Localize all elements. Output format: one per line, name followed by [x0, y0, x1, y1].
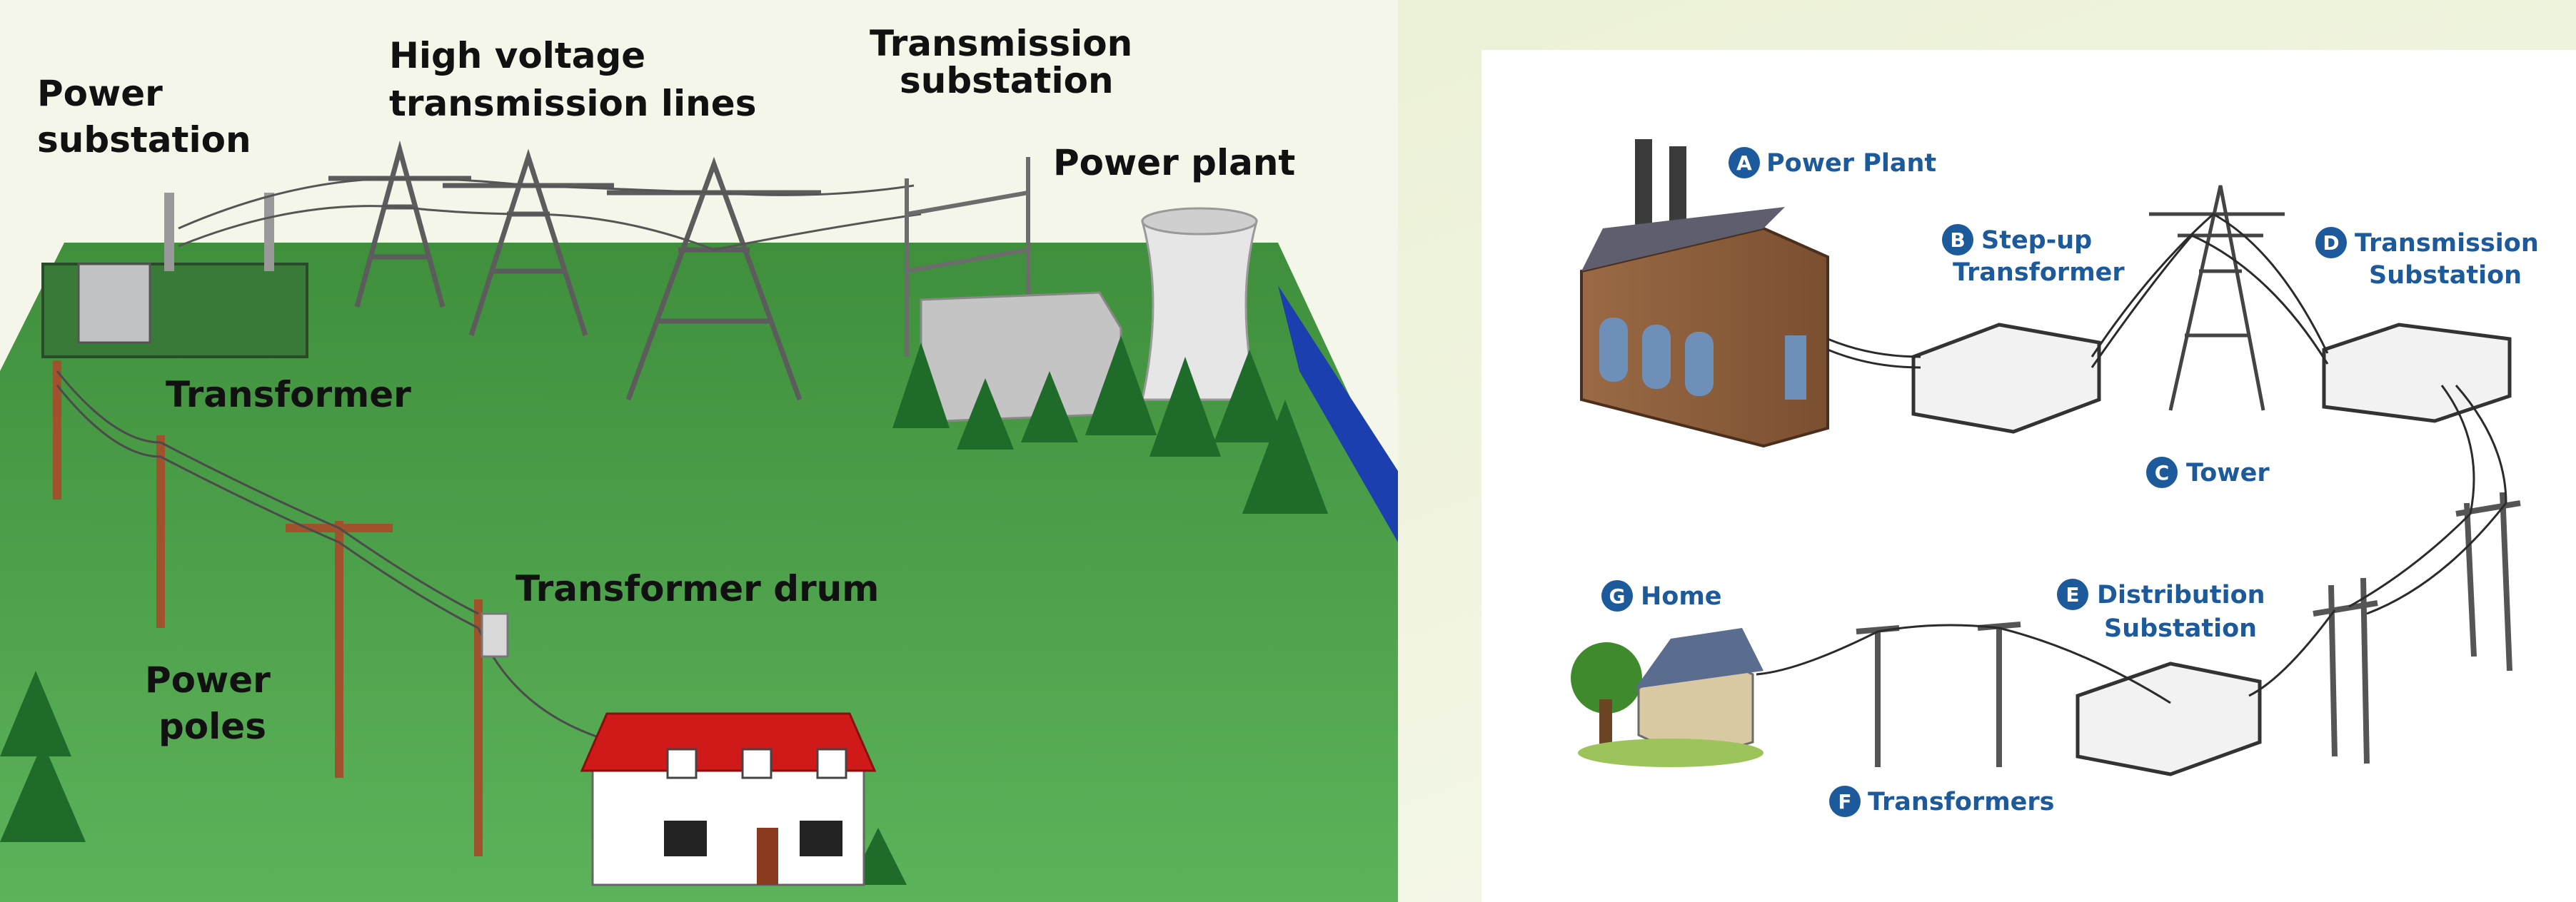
- badge-c-letter: C: [2155, 461, 2170, 485]
- label-f-transformers: F Transformers: [1829, 786, 2055, 817]
- high-voltage-lines: [178, 177, 922, 251]
- transformer-drum-illustration: [481, 612, 509, 658]
- transmission-substation-fence: [2322, 323, 2512, 423]
- river: [1278, 285, 1398, 542]
- power-poles: [53, 360, 483, 856]
- label-a-power-plant: A Power Plant: [1729, 147, 1936, 178]
- label-transformers: Transformers: [1868, 788, 2055, 816]
- badge-f-letter: F: [1838, 790, 1851, 814]
- badge-f: [1829, 786, 1861, 817]
- transmission-poles: [2313, 492, 2521, 764]
- label-distribution-line2: Substation: [2104, 614, 2257, 643]
- label-power-poles-line2: poles: [159, 706, 266, 747]
- label-d-transmission-substation: D Transmission Substation: [2315, 227, 2539, 290]
- transmission-substation-illustration: [905, 157, 1030, 357]
- label-step-up-line1: Step-up: [1981, 226, 2092, 255]
- home-building: [1571, 628, 1764, 767]
- power-plant-building: [1580, 139, 1829, 448]
- label-transmission-line1: Transmission: [2355, 229, 2539, 258]
- power-plant-illustration: [920, 207, 1258, 422]
- label-high-voltage-line2: transmission lines: [389, 83, 756, 124]
- label-transmission-line2: Substation: [2369, 261, 2522, 290]
- label-tower: Tower: [2186, 459, 2270, 487]
- label-c-tower: C Tower: [2146, 457, 2270, 488]
- badge-b: [1942, 224, 1973, 255]
- label-power-substation-line1: Power: [37, 73, 163, 114]
- power-substation-illustration: [41, 193, 308, 358]
- label-b-step-up-transformer: B Step-up Transformer: [1942, 224, 2125, 287]
- label-power-substation-line2: substation: [37, 119, 251, 161]
- badge-b-letter: B: [1950, 228, 1965, 252]
- transmission-towers: [328, 140, 821, 401]
- right-power-lines: [1756, 213, 2507, 704]
- left-illustration: Power substation High voltage transmissi…: [0, 0, 1398, 902]
- label-transformer-drum: Transformer drum: [515, 568, 879, 609]
- label-transmission-substation-line1: Transmission: [870, 23, 1132, 64]
- label-home: Home: [1641, 582, 1722, 611]
- label-high-voltage-line1: High voltage: [389, 35, 645, 76]
- label-distribution-line1: Distribution: [2097, 581, 2265, 609]
- label-power-plant-right: Power Plant: [1766, 149, 1936, 178]
- badge-a: [1729, 147, 1760, 178]
- distribution-substation-fence: [2076, 662, 2262, 776]
- house-illustration: [580, 712, 877, 886]
- badge-c: [2146, 457, 2178, 488]
- badge-e-letter: E: [2066, 583, 2079, 607]
- badge-g: [1601, 580, 1633, 612]
- label-power-poles-line1: Power: [145, 659, 271, 701]
- badge-d-letter: D: [2323, 231, 2339, 255]
- label-g-home: G Home: [1601, 580, 1722, 612]
- label-step-up-line2: Transformer: [1953, 258, 2125, 287]
- badge-d: [2315, 227, 2347, 258]
- right-illustration: A Power Plant B Step-up Transformer C To…: [1481, 50, 2576, 902]
- badge-e: [2057, 579, 2088, 610]
- badge-g-letter: G: [1609, 584, 1626, 608]
- tower-structure: [2149, 185, 2285, 411]
- step-up-transformer-fence: [1911, 323, 2101, 434]
- label-transformer: Transformer: [166, 374, 411, 415]
- label-power-plant: Power plant: [1053, 142, 1295, 183]
- badge-a-letter: A: [1736, 151, 1752, 175]
- label-transmission-substation-line2: substation: [900, 60, 1114, 101]
- label-e-distribution-substation: E Distribution Substation: [2057, 579, 2265, 643]
